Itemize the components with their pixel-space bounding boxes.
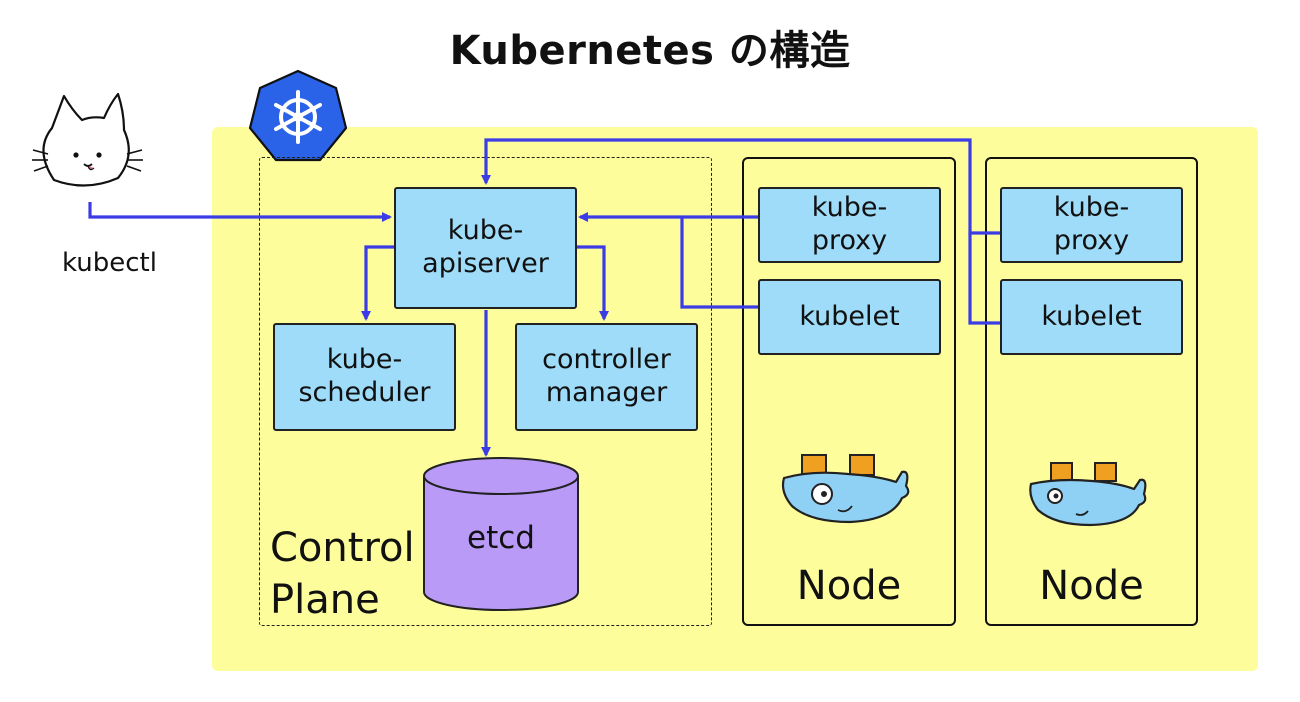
node2-kubelet: kubelet — [1000, 279, 1183, 355]
docker-whale-icon — [781, 454, 1147, 527]
kube-apiserver: kube- apiserver — [394, 187, 577, 309]
diagram-title: Kubernetes の構造 — [449, 28, 851, 74]
controller-manager: controller manager — [515, 323, 698, 431]
kube-scheduler: kube- scheduler — [273, 323, 456, 431]
node1-kubelet: kubelet — [758, 279, 941, 355]
node1-kube-proxy: kube- proxy — [758, 187, 941, 263]
node2-label: Node — [1039, 563, 1144, 609]
kubectl-to-apiserver-arrow — [88, 202, 392, 222]
node-frame-2 — [985, 157, 1198, 626]
kubectl-label: kubectl — [62, 248, 157, 278]
etcd-label: etcd — [467, 520, 535, 556]
cat-icon — [32, 92, 143, 187]
node1-label: Node — [796, 563, 902, 609]
kubernetes-helm-logo — [248, 69, 348, 162]
node2-kubelet-link — [968, 233, 1000, 325]
node2-kube-proxy: kube- proxy — [1000, 187, 1183, 263]
apiserver-to-scheduler-arrow — [361, 245, 394, 321]
node2-whale — [1029, 462, 1147, 527]
node1-kubelet-link — [680, 217, 758, 309]
etcd-cylinder — [423, 457, 579, 611]
node1-whale — [781, 454, 910, 524]
node-frame-1 — [742, 157, 956, 626]
apiserver-to-controller-arrow — [576, 245, 609, 321]
node2-to-apiserver-arrow — [481, 138, 1000, 235]
control-plane-label: Control Plane — [270, 525, 415, 623]
